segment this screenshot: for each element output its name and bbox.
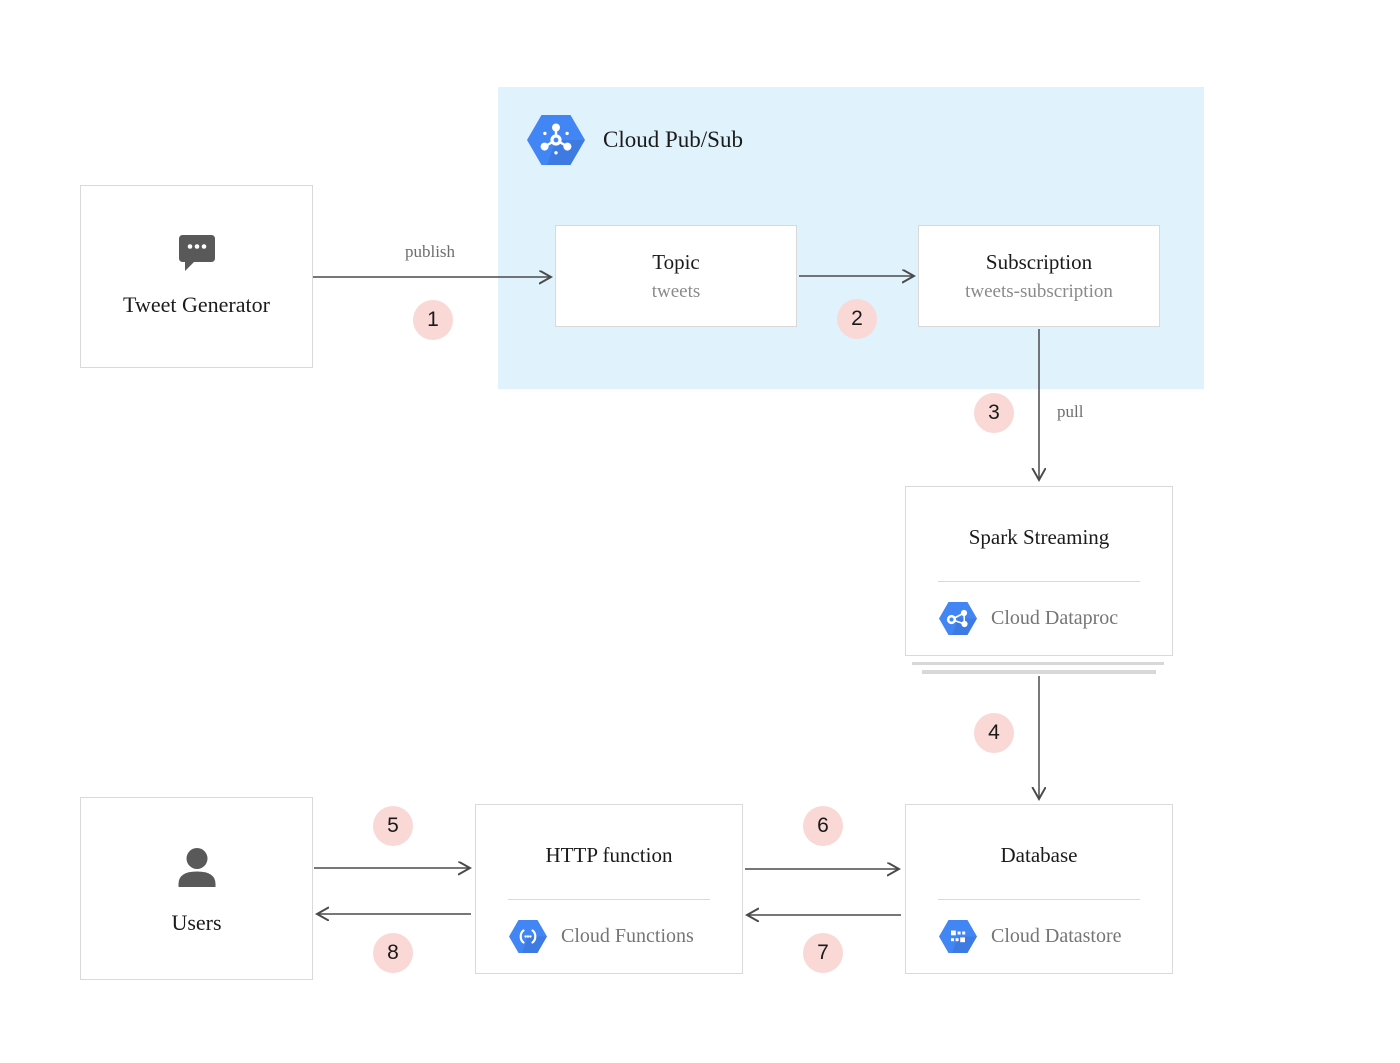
step-badge-4: 4 xyxy=(974,713,1014,753)
edge-label-pull: pull xyxy=(1057,402,1084,421)
divider xyxy=(938,581,1140,582)
pubsub-region-label: Cloud Pub/Sub xyxy=(603,127,743,152)
database-service-label: Cloud Datastore xyxy=(991,925,1122,947)
spark-stack-line xyxy=(912,662,1164,665)
users-label: Users xyxy=(171,910,222,935)
spark-streaming-service-label: Cloud Dataproc xyxy=(991,607,1119,629)
cloud-datastore-icon xyxy=(939,920,977,953)
cloud-pubsub-icon xyxy=(527,115,585,165)
step-badge-5: 5 xyxy=(373,806,413,846)
chat-icon xyxy=(178,235,215,271)
step-badge-3: 3 xyxy=(974,393,1014,433)
spark-streaming-title: Spark Streaming xyxy=(968,525,1110,549)
cloud-functions-icon xyxy=(509,920,547,953)
user-icon xyxy=(178,848,215,887)
step-badge-8: 8 xyxy=(373,933,413,973)
node-database: Database Cloud Datastore xyxy=(905,804,1173,974)
node-users: Users xyxy=(80,797,313,980)
divider xyxy=(938,899,1140,900)
pubsub-region-header: Cloud Pub/Sub xyxy=(527,115,743,165)
topic-subtitle: tweets xyxy=(651,280,701,302)
spark-stack-line xyxy=(922,670,1156,674)
http-function-service-label: Cloud Functions xyxy=(561,925,694,947)
step-badge-6: 6 xyxy=(803,806,843,846)
cloud-dataproc-icon xyxy=(939,602,977,635)
divider xyxy=(508,899,710,900)
step-badge-7: 7 xyxy=(803,933,843,973)
http-function-title: HTTP function xyxy=(545,843,673,867)
node-subscription: Subscription tweets-subscription xyxy=(918,225,1160,327)
tweet-generator-label: Tweet Generator xyxy=(123,292,270,317)
database-title: Database xyxy=(1000,843,1078,867)
step-badge-1: 1 xyxy=(413,300,453,340)
subscription-subtitle: tweets-subscription xyxy=(965,280,1113,302)
node-tweet-generator: Tweet Generator xyxy=(80,185,313,368)
node-spark-streaming: Spark Streaming Cloud Dataproc xyxy=(905,486,1173,656)
node-http-function: HTTP function Cloud Functions xyxy=(475,804,743,974)
step-badge-2: 2 xyxy=(837,299,877,339)
node-topic: Topic tweets xyxy=(555,225,797,327)
topic-title: Topic xyxy=(652,249,700,274)
edge-label-publish: publish xyxy=(404,242,456,261)
subscription-title: Subscription xyxy=(985,249,1093,274)
